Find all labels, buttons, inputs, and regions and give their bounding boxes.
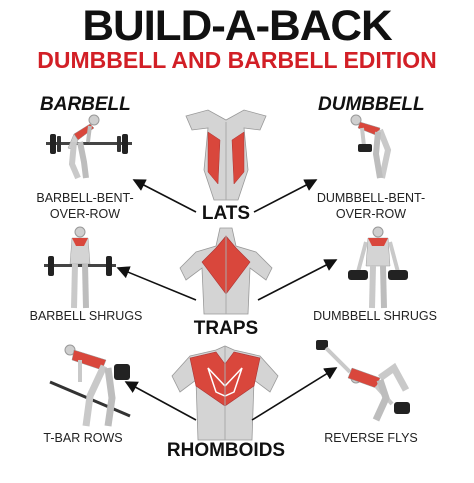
rhomboids-label: RHOMBOIDS xyxy=(166,440,286,461)
barbell-row-figure-icon xyxy=(46,114,132,180)
barbell-row-label: BARBELL-BENT- OVER-ROW xyxy=(30,190,140,222)
barbell-column-heading: BARBELL xyxy=(40,94,131,115)
traps-figure-icon xyxy=(179,227,273,315)
arrow-traps-to-dumbbell-shrugs xyxy=(257,259,338,301)
dumbbell-column-heading: DUMBBELL xyxy=(318,94,425,115)
lats-label: LATS xyxy=(201,203,251,224)
page-subtitle: DUMBBELL AND BARBELL EDITION xyxy=(37,47,437,73)
dumbbell-row-label: DUMBBELL-BENT- OVER-ROW xyxy=(312,190,430,222)
lats-figure-icon xyxy=(185,109,267,201)
arrow-traps-to-barbell-shrugs xyxy=(116,266,197,301)
barbell-row-label-line2: OVER-ROW xyxy=(49,207,121,221)
rhomboids-figure-icon xyxy=(171,345,279,441)
dumbbell-row-figure-icon xyxy=(350,114,392,179)
arrow-rhomboids-to-tbar-rows xyxy=(124,381,197,421)
reverse-flys-label: REVERSE FLYS xyxy=(324,431,418,445)
arrow-lats-to-dumbbell-row xyxy=(253,179,318,213)
dumbbell-shrugs-label: DUMBBELL SHRUGS xyxy=(313,309,437,323)
traps-label: TRAPS xyxy=(193,318,259,339)
tbar-rows-label: T-BAR ROWS xyxy=(43,431,123,445)
arrow-rhomboids-to-reverse-flys xyxy=(251,367,338,421)
dumbbell-row-label-line2: OVER-ROW xyxy=(335,207,407,221)
dumbbell-shrug-figure-icon xyxy=(348,226,408,309)
barbell-row-label-line1: BARBELL-BENT- xyxy=(36,191,134,205)
dumbbell-row-label-line1: DUMBBELL-BENT- xyxy=(316,191,426,205)
arrow-lats-to-barbell-row xyxy=(132,179,197,213)
barbell-shrug-figure-icon xyxy=(44,226,116,309)
tbar-row-figure-icon xyxy=(49,344,131,427)
barbell-shrugs-label: BARBELL SHRUGS xyxy=(29,309,143,323)
page-title: BUILD-A-BACK xyxy=(82,2,392,50)
reverse-fly-figure-icon xyxy=(316,340,410,422)
